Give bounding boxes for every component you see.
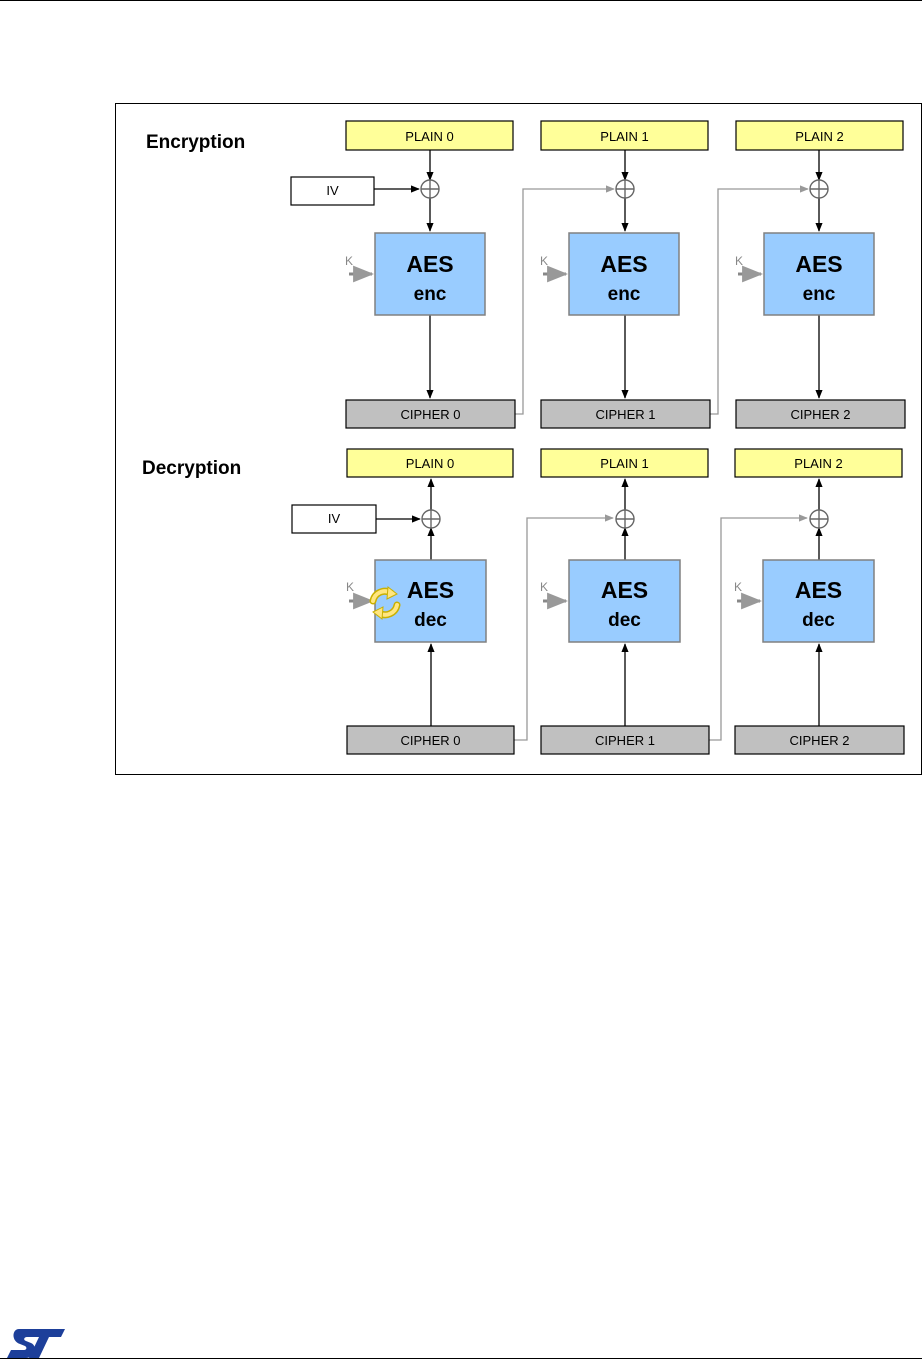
cipher-box	[346, 725, 515, 755]
cipher-box	[734, 725, 905, 755]
xor-icon	[809, 509, 829, 529]
cipher-label: CIPHER 2	[791, 407, 851, 422]
cipher-box	[735, 399, 906, 429]
aes-block-mode: dec	[608, 610, 641, 631]
plain-label: PLAIN 1	[600, 129, 648, 144]
aes-block-title: AES	[407, 577, 454, 603]
plain-box	[735, 120, 904, 151]
decryption-title: Decryption	[142, 458, 241, 479]
st-logo-icon	[7, 1329, 65, 1358]
key-label: K	[540, 254, 548, 268]
xor-icon	[615, 509, 635, 529]
plain-label: PLAIN 1	[600, 456, 648, 471]
aes-block-title: AES	[406, 251, 453, 277]
iv-label: IV	[326, 183, 339, 198]
key-label: K	[734, 580, 742, 594]
plain-label: PLAIN 0	[406, 456, 454, 471]
connector-lines	[349, 150, 823, 741]
cipher-label: CIPHER 1	[595, 733, 655, 748]
footer-rule	[0, 1358, 922, 1359]
cbc-diagram-frame: Encryption Decryption IV PLAIN 0 AES enc…	[115, 103, 922, 775]
plain-box	[540, 448, 709, 478]
iv-box	[291, 504, 377, 534]
iv-label: IV	[328, 511, 341, 526]
cipher-box	[345, 399, 516, 429]
encryption-title: Encryption	[146, 132, 245, 153]
aes-block-mode: dec	[802, 610, 835, 631]
xor-icon	[421, 509, 441, 529]
cipher-label: CIPHER 0	[401, 407, 461, 422]
aes-dec-block	[568, 559, 681, 643]
xor-icon	[615, 179, 635, 199]
cipher-label: CIPHER 1	[596, 407, 656, 422]
key-label: K	[735, 254, 743, 268]
aes-enc-block	[568, 232, 680, 316]
encryption-section: IV PLAIN 0 AES enc K CIPHER 0 PLAIN 1 AE…	[290, 120, 906, 429]
header-rule	[0, 0, 922, 1]
iv-box	[290, 176, 375, 206]
aes-block-title: AES	[601, 577, 648, 603]
aes-block-mode: enc	[803, 284, 836, 305]
aes-block-mode: dec	[414, 610, 447, 631]
cipher-label: CIPHER 2	[790, 733, 850, 748]
key-label: K	[345, 254, 353, 268]
aes-block-title: AES	[600, 251, 647, 277]
cbc-mode-diagram: Encryption Decryption IV PLAIN 0 AES enc…	[142, 120, 906, 755]
aes-block-title: AES	[795, 577, 842, 603]
xor-operators	[420, 179, 829, 529]
aes-enc-block	[374, 232, 486, 316]
aes-dec-block	[374, 559, 487, 643]
aes-block-mode: enc	[414, 284, 447, 305]
key-label: K	[346, 580, 354, 594]
plain-box	[734, 448, 903, 478]
plain-label: PLAIN 2	[794, 456, 842, 471]
decryption-section: IV PLAIN 0 AES dec K CIPHER 0 PLAIN 1 AE…	[291, 448, 905, 755]
key-reverse-icon	[369, 586, 401, 620]
chain-arrow	[709, 514, 808, 741]
chain-arrow	[710, 185, 809, 415]
plain-label: PLAIN 2	[795, 129, 843, 144]
plain-label: PLAIN 0	[405, 129, 453, 144]
chain-arrow	[515, 185, 615, 415]
cipher-box	[540, 725, 710, 755]
aes-block-title: AES	[795, 251, 842, 277]
xor-icon	[420, 179, 440, 199]
cipher-box	[540, 399, 711, 429]
aes-block-mode: enc	[608, 284, 641, 305]
cipher-label: CIPHER 0	[401, 733, 461, 748]
chain-arrow	[514, 514, 614, 741]
plain-box	[540, 120, 709, 151]
key-label: K	[540, 580, 548, 594]
xor-icon	[809, 179, 829, 199]
aes-dec-block	[762, 559, 875, 643]
aes-enc-block	[763, 232, 875, 316]
plain-box	[346, 448, 514, 478]
plain-box	[345, 120, 514, 151]
